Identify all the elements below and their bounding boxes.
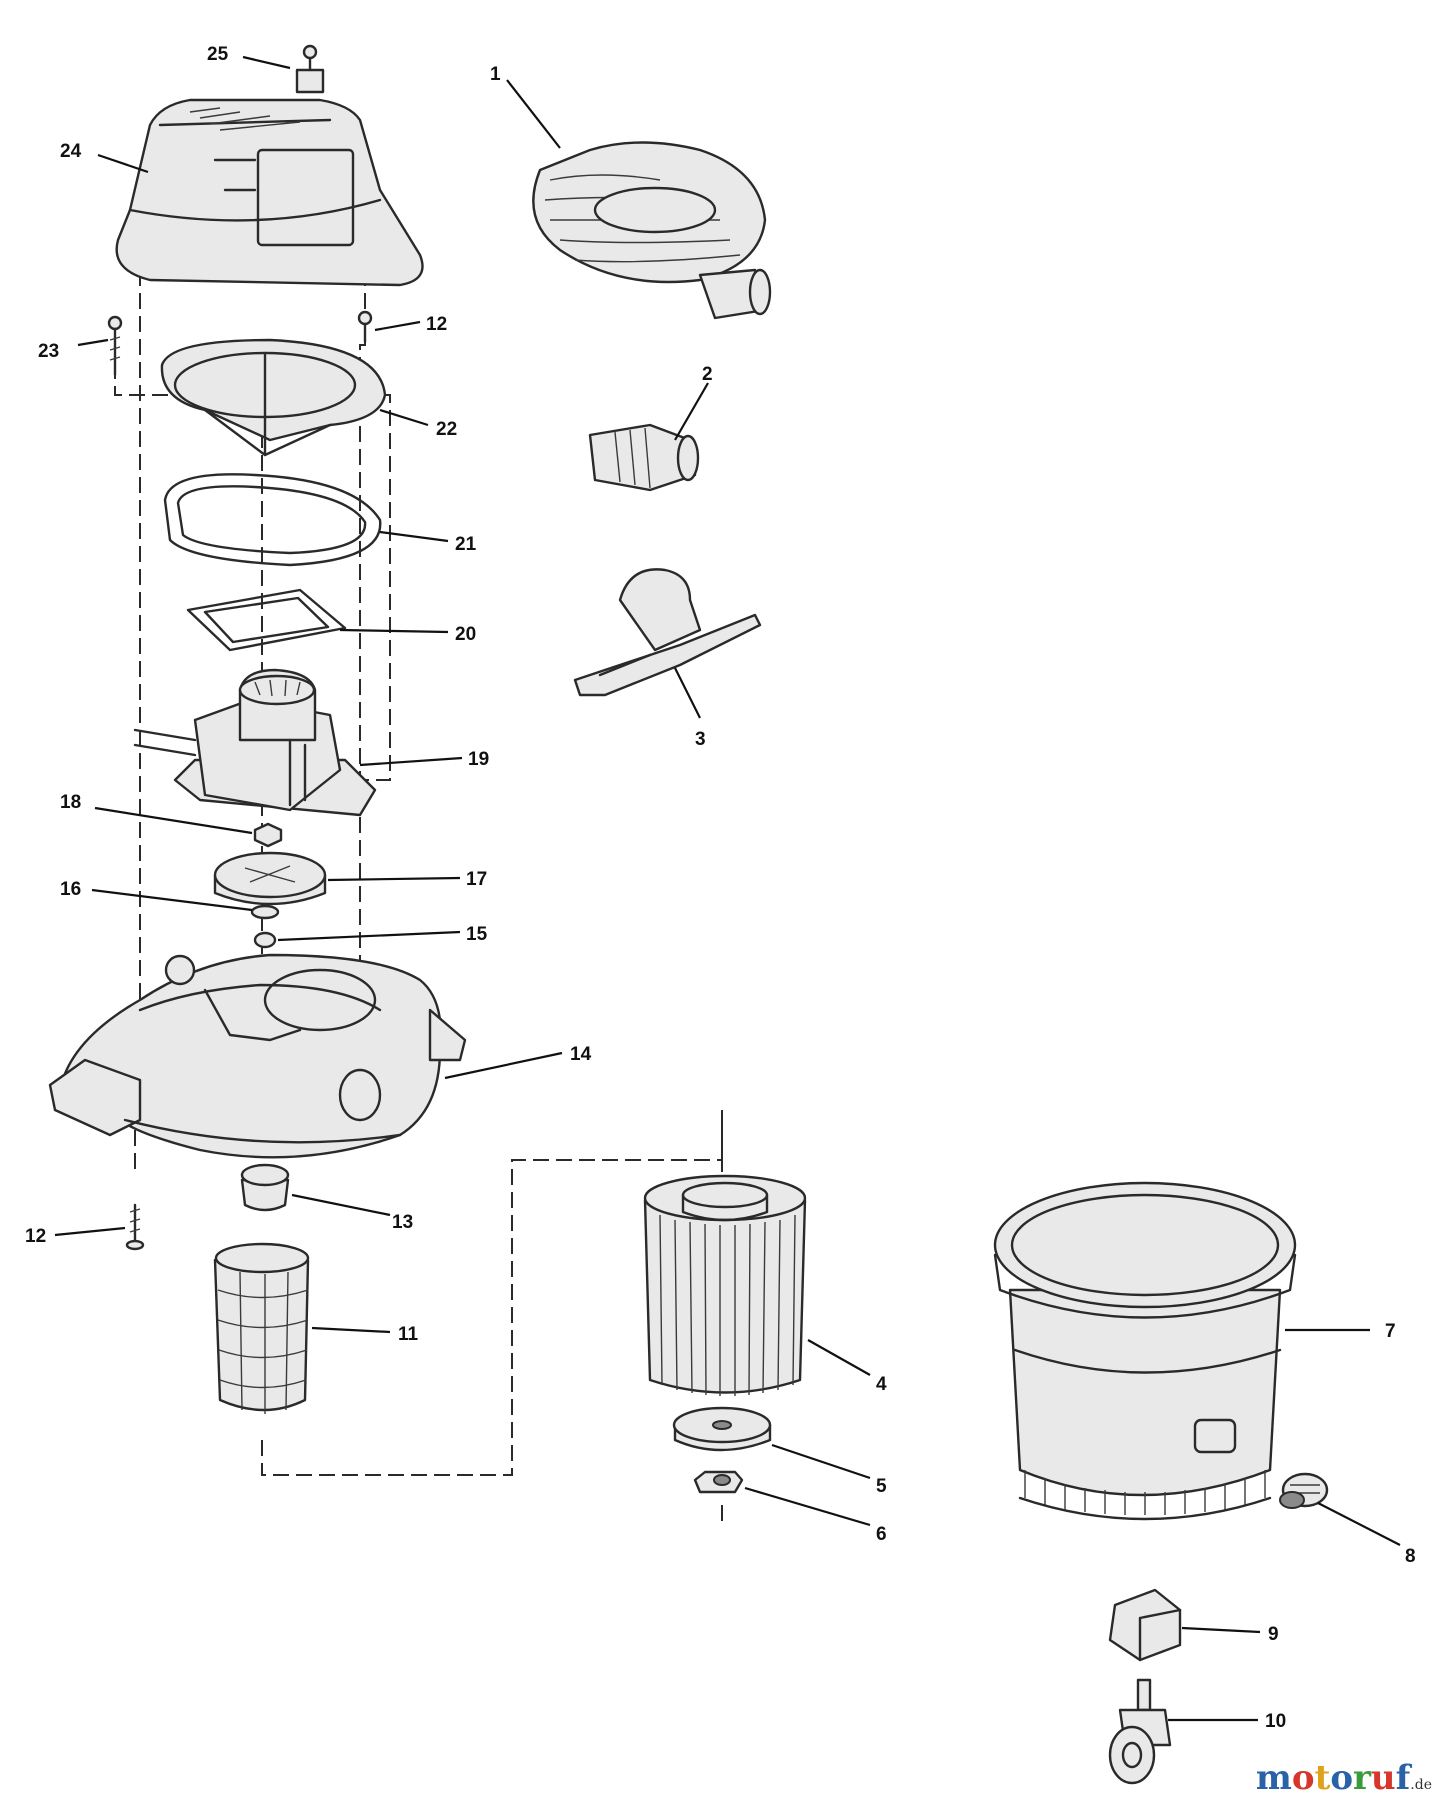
watermark-letter: m: [1255, 1758, 1292, 1798]
callout-9-label: 9: [1268, 1624, 1279, 1645]
callout-5: 5: [771, 1443, 887, 1497]
part-float-cage[interactable]: [213, 1242, 310, 1414]
part-caster-foot[interactable]: [1108, 1588, 1182, 1662]
callout-3-label: 3: [695, 729, 706, 750]
part-retaining-nut[interactable]: [693, 1470, 744, 1494]
callout-5-label: 5: [876, 1476, 887, 1497]
callout-18: 18: [60, 792, 253, 835]
part-screw-23[interactable]: [107, 315, 123, 377]
part-washer-16[interactable]: [250, 904, 280, 920]
callout-17: 17: [327, 869, 487, 890]
callout-2-label: 2: [702, 364, 713, 385]
callout-14: 14: [444, 1044, 592, 1080]
callout-23: 23: [38, 338, 109, 362]
callout-11-label: 11: [398, 1324, 419, 1345]
part-spacer-15[interactable]: [253, 931, 277, 949]
callout-19: 19: [359, 749, 489, 770]
callout-8-label: 8: [1405, 1546, 1416, 1567]
callout-10: 10: [1168, 1711, 1286, 1732]
callout-24-label: 24: [60, 141, 82, 162]
callout-20-label: 20: [455, 624, 476, 645]
callout-8: 8: [1317, 1502, 1416, 1567]
callout-13: 13: [291, 1193, 413, 1233]
callout-12-bottom-label: 12: [25, 1226, 46, 1247]
part-float-cap[interactable]: [240, 1163, 290, 1212]
callout-13-label: 13: [392, 1212, 413, 1233]
part-filter-plate[interactable]: [672, 1406, 772, 1452]
callout-21-label: 21: [455, 534, 477, 555]
callout-16-label: 16: [60, 879, 81, 900]
callout-20: 20: [339, 624, 476, 645]
part-square-gasket[interactable]: [186, 588, 347, 652]
callout-12-bottom: 12: [25, 1226, 126, 1247]
part-floor-nozzle[interactable]: [573, 568, 762, 697]
callout-24: 24: [60, 141, 149, 174]
callout-16: 16: [60, 879, 253, 912]
watermark-logo: motoruf.de: [1256, 1758, 1432, 1798]
callout-4-label: 4: [876, 1374, 887, 1395]
callout-12-top: 12: [374, 314, 447, 335]
callout-3: 3: [674, 667, 706, 750]
callout-12-top-label: 12: [426, 314, 447, 335]
part-impeller[interactable]: [213, 851, 327, 906]
watermark-letter: u: [1370, 1758, 1396, 1798]
callout-6-label: 6: [876, 1524, 887, 1545]
part-filter-lid[interactable]: [160, 338, 387, 457]
watermark-letter: f: [1395, 1758, 1411, 1798]
callout-10-label: 10: [1265, 1711, 1286, 1732]
part-collection-tank[interactable]: [993, 1181, 1297, 1521]
callout-11: 11: [311, 1324, 419, 1345]
callout-7: 7: [1285, 1321, 1396, 1342]
part-hose-adapter[interactable]: [588, 423, 700, 492]
callout-19-label: 19: [468, 749, 489, 770]
callout-18-label: 18: [60, 792, 81, 813]
part-screw-12-bottom[interactable]: [125, 1203, 145, 1251]
watermark-letter: o: [1330, 1758, 1353, 1798]
part-motor[interactable]: [133, 668, 377, 817]
callout-7-label: 7: [1385, 1321, 1396, 1342]
part-caster-wheel[interactable]: [1108, 1678, 1172, 1785]
watermark-letter: r: [1353, 1758, 1371, 1798]
part-hose[interactable]: [532, 141, 772, 320]
callout-6: 6: [744, 1486, 887, 1545]
part-motor-cover[interactable]: [115, 98, 424, 287]
part-switch[interactable]: [295, 44, 325, 94]
part-drain-plug[interactable]: [1279, 1472, 1329, 1509]
callout-21: 21: [379, 530, 477, 555]
callout-9: 9: [1181, 1624, 1279, 1645]
callout-25-label: 25: [207, 44, 229, 65]
part-power-head-base[interactable]: [48, 953, 467, 1159]
part-screw-12-top[interactable]: [357, 310, 373, 344]
callout-17-label: 17: [466, 869, 487, 890]
callout-23-label: 23: [38, 341, 59, 362]
callout-22-label: 22: [436, 419, 457, 440]
callout-15: 15: [277, 924, 488, 945]
part-nut-18[interactable]: [253, 822, 283, 848]
callout-22: 22: [379, 408, 457, 440]
callout-2: 2: [674, 364, 713, 441]
callout-25: 25: [207, 44, 291, 70]
watermark-letter: o: [1291, 1758, 1315, 1798]
callout-1-label: 1: [490, 64, 501, 85]
watermark-suffix: .de: [1410, 1777, 1432, 1793]
callout-1: 1: [490, 64, 561, 149]
callout-15-label: 15: [466, 924, 488, 945]
callout-4: 4: [807, 1339, 887, 1395]
part-cartridge-filter[interactable]: [643, 1174, 807, 1396]
callout-14-label: 14: [570, 1044, 592, 1065]
watermark-letter: t: [1314, 1758, 1331, 1798]
part-gasket-ring[interactable]: [163, 473, 382, 567]
